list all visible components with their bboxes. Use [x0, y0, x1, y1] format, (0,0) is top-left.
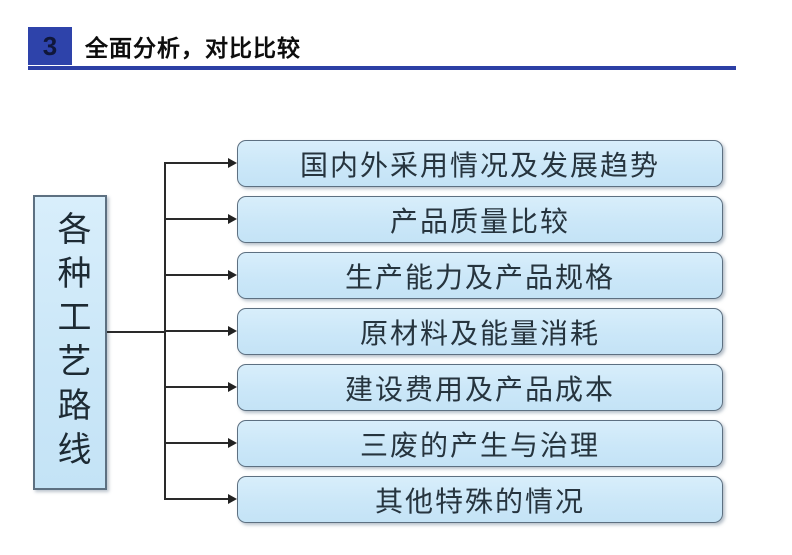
connector-branch-line: [164, 162, 229, 164]
section-number-badge: 3: [28, 27, 72, 65]
branch-box-material-energy: 原材料及能量消耗: [237, 308, 723, 355]
connector-stub-from-root: [107, 331, 165, 333]
connector-branch-line: [164, 218, 229, 220]
slide-title: 全面分析，对比比较: [85, 35, 301, 61]
connector-branch-line: [164, 274, 229, 276]
arrowhead-icon: [228, 438, 237, 448]
branch-box-adoption-trend: 国内外采用情况及发展趋势: [237, 140, 723, 187]
branch-box-cost: 建设费用及产品成本: [237, 364, 723, 411]
root-box-label: 各种工艺路线: [52, 210, 89, 475]
branch-box-waste-treatment: 三废的产生与治理: [237, 420, 723, 467]
connector-branch-line: [164, 386, 229, 388]
branch-box-other-special: 其他特殊的情况: [237, 476, 723, 523]
header-underline: [28, 66, 736, 70]
arrowhead-icon: [228, 214, 237, 224]
connector-branch-line: [164, 442, 229, 444]
connector-branch-line: [164, 330, 229, 332]
arrowhead-icon: [228, 326, 237, 336]
arrowhead-icon: [228, 270, 237, 280]
arrowhead-icon: [228, 382, 237, 392]
branch-box-quality: 产品质量比较: [237, 196, 723, 243]
connector-branch-line: [164, 498, 229, 500]
arrowhead-icon: [228, 158, 237, 168]
root-box-process-routes: 各种工艺路线: [33, 195, 107, 490]
arrowhead-icon: [228, 494, 237, 504]
branch-box-capacity-spec: 生产能力及产品规格: [237, 252, 723, 299]
section-number: 3: [42, 30, 58, 61]
